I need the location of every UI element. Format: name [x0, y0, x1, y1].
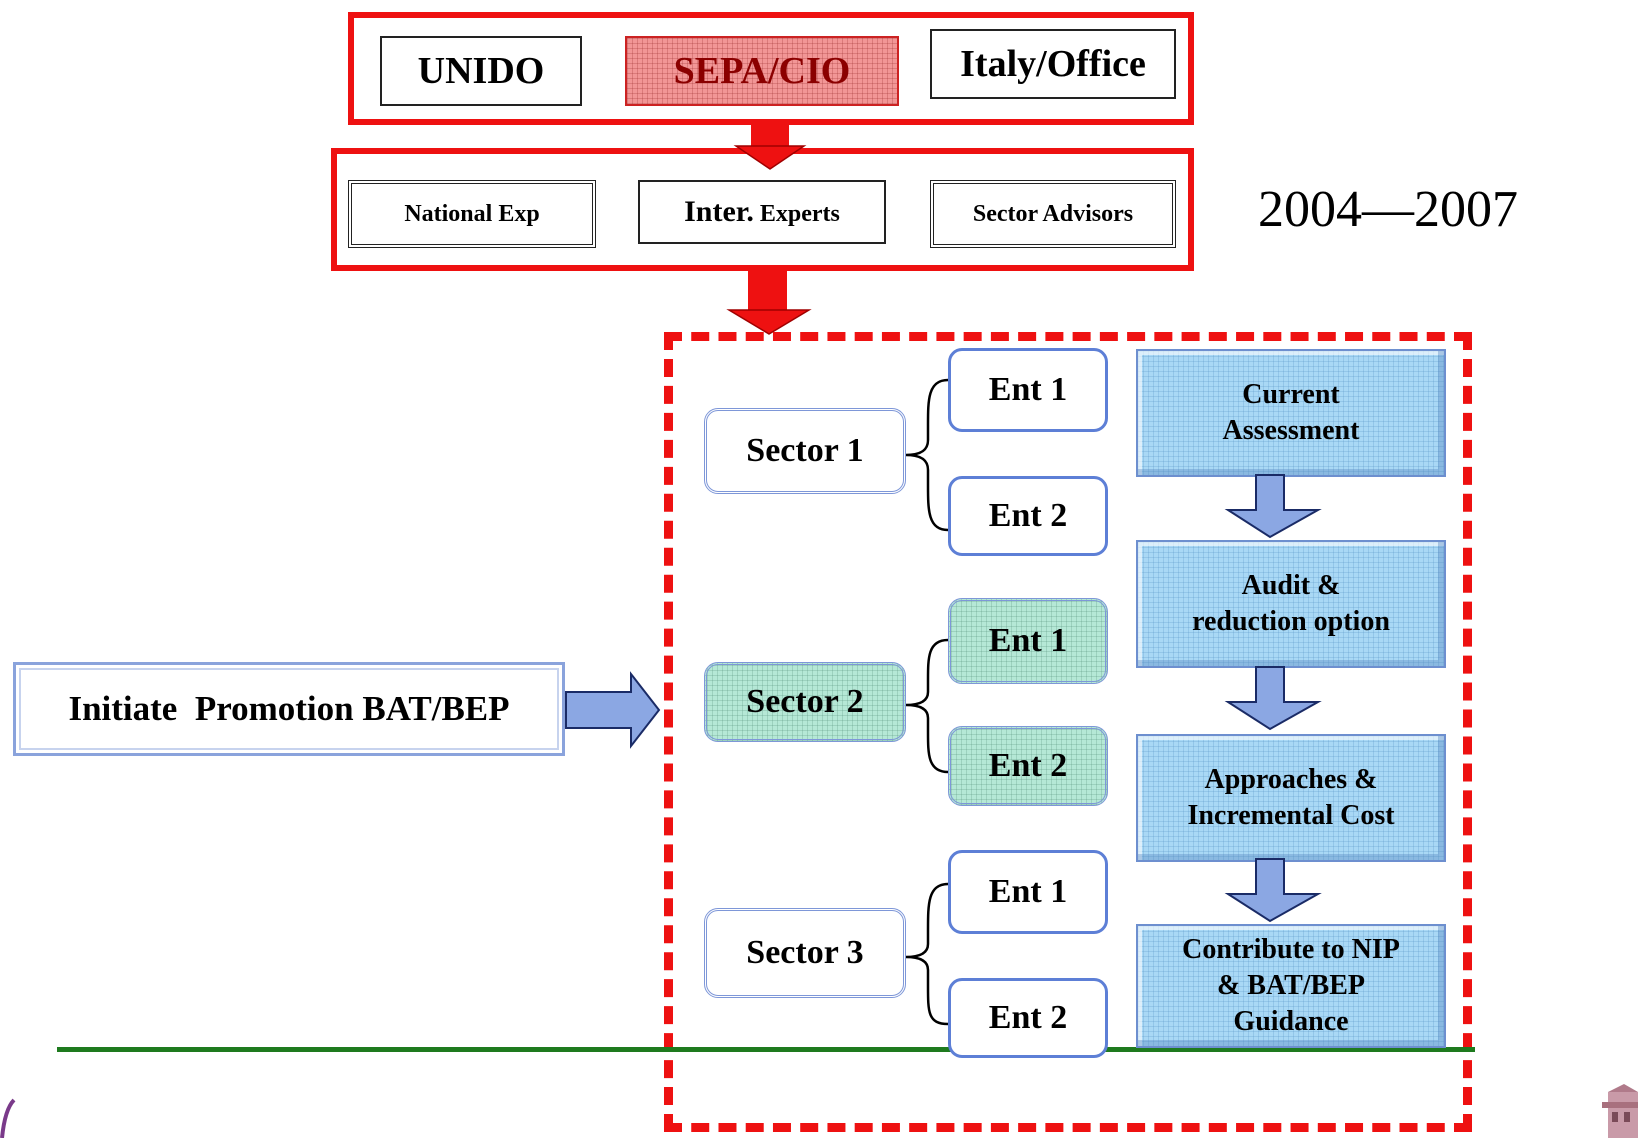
sector-3-box: Sector 3	[704, 908, 906, 998]
international-experts-label: Inter. Experts	[684, 195, 840, 229]
step-4-label: Contribute to NIP & BAT/BEP Guidance	[1182, 934, 1400, 1037]
blue-right-arrow	[565, 671, 661, 749]
sector-3-ent-1-label: Ent 1	[988, 873, 1068, 910]
sector-advisors-box: Sector Advisors	[930, 180, 1176, 248]
blue-down-arrow-3	[1224, 858, 1322, 923]
step-2-label: Audit & reduction option	[1192, 570, 1390, 637]
right-building-icon	[1602, 1084, 1638, 1138]
step-current-assessment: Current Assessment	[1136, 349, 1446, 477]
sepa-cio-label: SEPA/CIO	[673, 50, 851, 92]
red-down-arrow-2	[726, 270, 812, 335]
left-logo-fragment	[0, 1098, 16, 1138]
blue-down-arrow-1	[1224, 474, 1322, 539]
sector-1-ent-2-label: Ent 2	[988, 497, 1068, 534]
sector-3-ent-2: Ent 2	[948, 978, 1108, 1058]
brace-sector-2	[905, 638, 949, 774]
sector-3-ent-1: Ent 1	[948, 850, 1108, 934]
step-3-label: Approaches & Incremental Cost	[1187, 764, 1395, 831]
unido-box: UNIDO	[380, 36, 582, 106]
organizations-frame	[348, 12, 1194, 125]
brace-sector-3	[905, 882, 949, 1026]
initiate-promotion-box: Initiate Promotion BAT/BEP	[13, 662, 565, 756]
sectors-dashed-frame	[664, 332, 1472, 1132]
italy-office-label: Italy/Office	[960, 43, 1146, 85]
national-experts-label: National Exp	[404, 200, 540, 227]
italy-office-box: Italy/Office	[930, 29, 1176, 99]
unido-label: UNIDO	[417, 50, 545, 92]
step-contribute-nip: Contribute to NIP & BAT/BEP Guidance	[1136, 924, 1446, 1048]
sector-advisors-label: Sector Advisors	[972, 200, 1134, 227]
national-experts-box: National Exp	[348, 180, 596, 248]
sector-2-ent-2: Ent 2	[948, 726, 1108, 806]
international-experts-box: Inter. Experts	[638, 180, 886, 244]
sector-1-label: Sector 1	[746, 432, 864, 469]
inter-bold: Inter.	[684, 195, 754, 228]
experts-word: Experts	[753, 201, 840, 227]
sector-2-box: Sector 2	[704, 662, 906, 742]
initiate-promotion-label: Initiate Promotion BAT/BEP	[68, 689, 510, 728]
sector-1-ent-1-label: Ent 1	[988, 371, 1068, 408]
brace-sector-1	[905, 378, 949, 532]
red-down-arrow-1	[733, 123, 807, 170]
period-label: 2004—2007	[1258, 181, 1518, 238]
blue-down-arrow-2	[1224, 666, 1322, 731]
sector-3-ent-2-label: Ent 2	[988, 999, 1068, 1036]
sector-1-box: Sector 1	[704, 408, 906, 494]
sector-1-ent-1: Ent 1	[948, 348, 1108, 432]
baseline-green-line	[57, 1047, 1475, 1052]
sector-2-ent-2-label: Ent 2	[988, 747, 1068, 784]
sector-2-label: Sector 2	[746, 683, 864, 720]
step-approaches-cost: Approaches & Incremental Cost	[1136, 734, 1446, 862]
sepa-cio-box: SEPA/CIO	[625, 36, 899, 106]
sector-3-label: Sector 3	[746, 934, 864, 971]
step-1-label: Current Assessment	[1222, 379, 1360, 446]
sector-1-ent-2: Ent 2	[948, 476, 1108, 556]
step-audit-reduction: Audit & reduction option	[1136, 540, 1446, 668]
sector-2-ent-1-label: Ent 1	[988, 622, 1068, 659]
sector-2-ent-1: Ent 1	[948, 598, 1108, 684]
